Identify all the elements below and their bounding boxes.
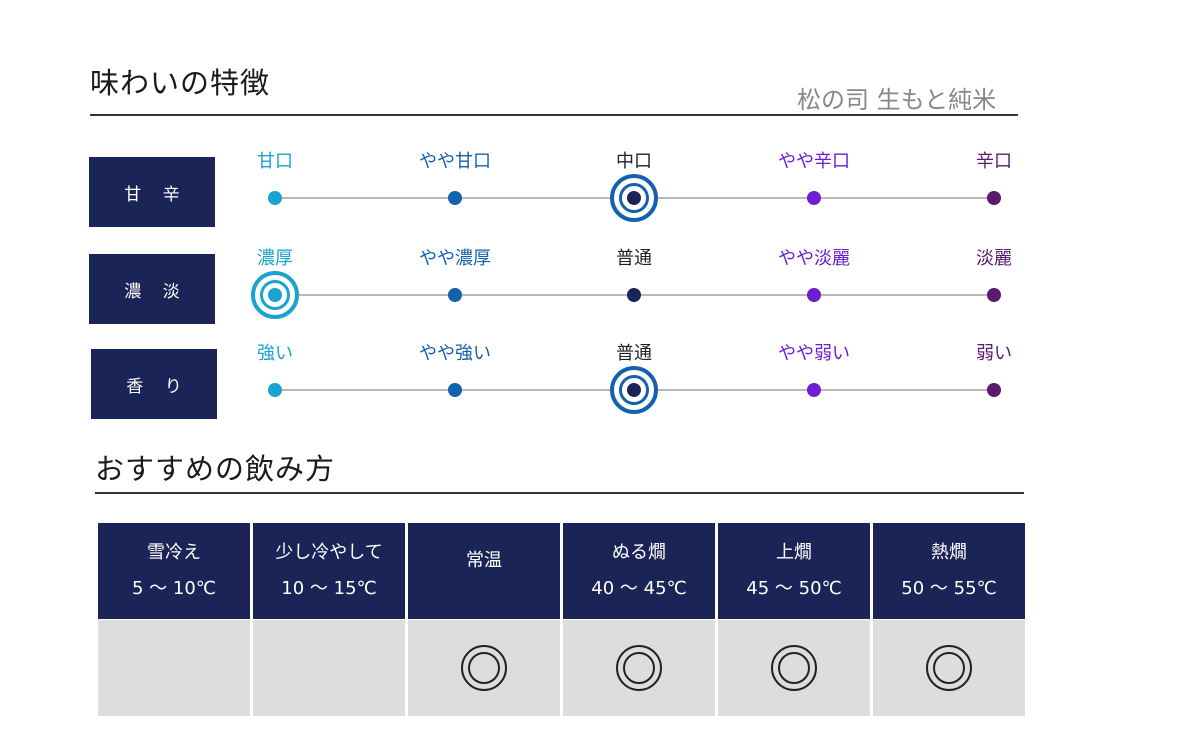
taste-scale-label: やや淡麗 bbox=[778, 248, 850, 269]
double-circle-icon bbox=[616, 645, 662, 691]
serving-recommendation-cell bbox=[718, 620, 870, 716]
product-name: 松の司 生もと純米 bbox=[797, 86, 997, 114]
selected-level-indicator bbox=[610, 366, 658, 414]
taste-scale-label: 濃厚 bbox=[257, 248, 293, 269]
taste-scale-dot bbox=[448, 191, 462, 205]
selected-level-indicator bbox=[251, 271, 299, 319]
serving-temperature-header: 上燗 45 〜 50℃ bbox=[718, 523, 870, 619]
taste-scale-label: やや弱い bbox=[778, 343, 850, 364]
taste-scale-dot bbox=[448, 288, 462, 302]
taste-scale-label: 甘口 bbox=[257, 151, 293, 172]
taste-scale-label: 中口 bbox=[616, 151, 652, 172]
serving-temperature-header: 雪冷え 5 〜 10℃ bbox=[98, 523, 250, 619]
serving-style-name: 熱燗 bbox=[931, 542, 967, 563]
serving-recommendation-cell bbox=[873, 620, 1025, 716]
taste-section-divider bbox=[90, 114, 1018, 116]
serving-temperature-header: 熱燗 50 〜 55℃ bbox=[873, 523, 1025, 619]
taste-scale-dot bbox=[987, 383, 1001, 397]
taste-scale-label: やや甘口 bbox=[419, 151, 491, 172]
serving-temperature-range: 5 〜 10℃ bbox=[131, 578, 216, 599]
taste-scale-dot bbox=[807, 288, 821, 302]
taste-scale-dot bbox=[268, 383, 282, 397]
taste-scale-label: 弱い bbox=[976, 343, 1012, 364]
taste-section-title: 味わいの特徴 bbox=[90, 66, 271, 100]
selected-level-indicator bbox=[610, 174, 658, 222]
serving-recommendation-cell bbox=[98, 620, 250, 716]
serving-style-name: 上燗 bbox=[776, 542, 812, 563]
serving-temperature-header: ぬる燗 40 〜 45℃ bbox=[563, 523, 715, 619]
serving-temperature-header: 常温 bbox=[408, 523, 560, 619]
serving-style-name: 常温 bbox=[466, 550, 502, 571]
serving-section-divider bbox=[95, 492, 1024, 494]
serving-temperature-range: 10 〜 15℃ bbox=[281, 578, 377, 599]
taste-scale-label: 普通 bbox=[616, 343, 652, 364]
double-circle-icon bbox=[771, 645, 817, 691]
serving-temperature-range: 40 〜 45℃ bbox=[591, 578, 687, 599]
taste-scale-label: 普通 bbox=[616, 248, 652, 269]
taste-row-label: 濃 淡 bbox=[89, 254, 215, 324]
taste-scale-dot bbox=[807, 191, 821, 205]
serving-style-name: 少し冷やして bbox=[275, 542, 383, 563]
taste-scale-label: 強い bbox=[257, 343, 293, 364]
taste-scale-dot bbox=[987, 288, 1001, 302]
taste-row-label: 香 り bbox=[91, 349, 217, 419]
taste-scale-dot bbox=[807, 383, 821, 397]
double-circle-icon bbox=[926, 645, 972, 691]
serving-section-title: おすすめの飲み方 bbox=[95, 452, 336, 486]
serving-temperature-range: 45 〜 50℃ bbox=[746, 578, 842, 599]
taste-scale-label: やや辛口 bbox=[778, 151, 850, 172]
serving-style-name: 雪冷え bbox=[147, 542, 201, 563]
serving-recommendation-cell bbox=[253, 620, 405, 716]
taste-scale-dot bbox=[268, 191, 282, 205]
taste-scale-label: 辛口 bbox=[976, 151, 1012, 172]
serving-recommendation-cell bbox=[408, 620, 560, 716]
taste-scale-dot bbox=[987, 191, 1001, 205]
serving-recommendation-cell bbox=[563, 620, 715, 716]
taste-scale-label: やや強い bbox=[419, 343, 491, 364]
taste-scale-label: やや濃厚 bbox=[419, 248, 491, 269]
taste-scale-dot bbox=[627, 288, 641, 302]
taste-scale-label: 淡麗 bbox=[976, 248, 1012, 269]
serving-temperature-header: 少し冷やして 10 〜 15℃ bbox=[253, 523, 405, 619]
serving-style-name: ぬる燗 bbox=[612, 542, 666, 563]
double-circle-icon bbox=[461, 645, 507, 691]
serving-temperature-range: 50 〜 55℃ bbox=[901, 578, 997, 599]
taste-row-label: 甘 辛 bbox=[89, 157, 215, 227]
taste-scale-dot bbox=[448, 383, 462, 397]
